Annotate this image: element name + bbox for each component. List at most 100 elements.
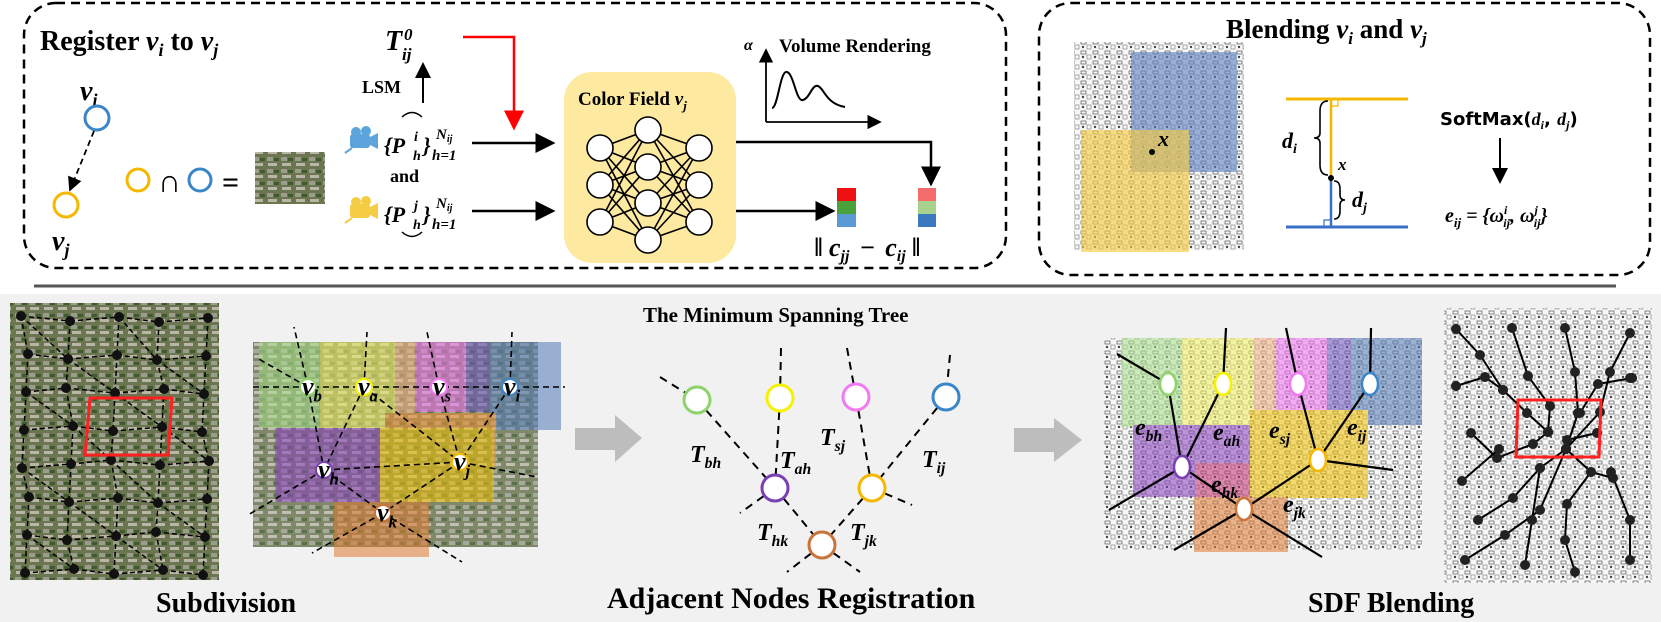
tree-edge <box>1477 497 1514 521</box>
graph-edge <box>161 388 165 428</box>
node-vi <box>83 104 111 132</box>
tree-node <box>1625 328 1635 338</box>
subdivision-node-label-sub: j <box>463 462 471 481</box>
tree-edge <box>1502 389 1528 414</box>
sdf-edge <box>1173 508 1245 551</box>
register-arrow <box>68 130 95 192</box>
tree-node <box>1560 323 1570 333</box>
subdivision-edge <box>459 386 511 463</box>
tree-edge <box>1574 371 1579 414</box>
camera-i-icon <box>344 126 378 154</box>
sdf-edge <box>1317 458 1394 472</box>
subdivision-node-label: vs <box>433 372 452 406</box>
right-angle-mark <box>1331 99 1339 107</box>
sdf-edge-label: ehk <box>1211 472 1238 502</box>
tree-edge <box>1512 467 1541 499</box>
hat-mark <box>401 231 423 238</box>
subdivision-node-label-sub: s <box>444 387 452 406</box>
sdf-edge <box>1243 508 1323 558</box>
alpha-axis-label: α <box>744 37 754 54</box>
graph-edge <box>159 460 210 466</box>
subdivision-node <box>430 378 448 396</box>
subdivision-edge <box>363 386 461 463</box>
mst-edge <box>774 397 781 489</box>
tree-node <box>1543 427 1553 437</box>
graph-edge <box>114 354 118 394</box>
block-overlays <box>1121 338 1422 552</box>
pixel-set-j-sup: j <box>412 199 418 214</box>
mst-edge-label-base: T <box>820 425 836 451</box>
graph-edge <box>157 498 208 504</box>
tree-node <box>1528 439 1538 449</box>
pixel-set-j-range-sub: h=1 <box>432 217 456 233</box>
graph-node <box>66 459 76 469</box>
subdivision-node-label-sub: a <box>370 387 379 406</box>
graph-edge <box>66 501 70 541</box>
graph-edge <box>24 568 75 574</box>
point-x-label: x <box>1337 155 1347 174</box>
graph-edge <box>20 315 29 355</box>
register-title: Register vi to vj <box>40 26 219 60</box>
graph-node <box>200 532 210 542</box>
graph-edge <box>117 497 159 504</box>
subdivision-edge <box>382 512 463 563</box>
mst-node <box>807 530 837 560</box>
tree-edge <box>1461 448 1500 482</box>
node-vj <box>52 191 80 219</box>
mst-node <box>682 385 712 415</box>
subdivision-node-label-sub: k <box>389 513 398 532</box>
camera-j-icon <box>344 196 378 224</box>
overlap-image <box>255 152 325 204</box>
hat-mark <box>401 111 423 118</box>
graph-node <box>155 460 165 470</box>
mst-edge-label: Tah <box>780 448 811 478</box>
graph-node <box>64 497 74 507</box>
tree-node <box>1575 408 1585 418</box>
subdivision-edge <box>438 386 461 463</box>
sdf-edge <box>1296 383 1320 461</box>
graph-edge <box>112 426 163 432</box>
sdf-edge <box>1166 383 1184 468</box>
mst-edge-label-base: T <box>690 442 706 468</box>
and-label: and <box>390 166 419 186</box>
mst-node <box>841 382 871 412</box>
graph-node <box>111 531 121 541</box>
region-j-overlay <box>1081 130 1189 252</box>
subdivision-node-label: vk <box>377 498 398 532</box>
graph-edge <box>116 354 158 361</box>
nn-neuron <box>685 134 713 162</box>
graph-edge <box>26 534 68 541</box>
sdf-edge <box>1108 466 1183 511</box>
graph-edge <box>23 425 74 431</box>
subdivision-node-label: vi <box>504 372 521 406</box>
sdf-edge-label-sub: bh <box>1146 428 1162 445</box>
tree-node <box>1625 515 1635 525</box>
graph-node <box>22 530 32 540</box>
pixel-set-i-sup: i <box>414 130 418 145</box>
graph-node <box>24 492 34 502</box>
mst-edge-label-base: T <box>922 447 938 473</box>
graph-edge <box>21 467 70 503</box>
color-loss: ‖cjj−cij‖ <box>814 233 921 265</box>
init-transform-label: T <box>385 26 404 57</box>
graph-edge <box>156 359 205 395</box>
graph-node <box>154 317 164 327</box>
graph-node <box>16 311 26 321</box>
graph-node <box>108 426 118 436</box>
nn-neuron <box>634 226 662 254</box>
graph-node <box>109 569 119 579</box>
node-vj-label: vj <box>52 226 70 260</box>
flow-arrow-icon <box>575 415 642 462</box>
tree-edge <box>1564 503 1568 541</box>
sdf-node <box>1234 496 1254 522</box>
tree-edge <box>1524 519 1533 566</box>
graph-edge <box>205 317 209 357</box>
tree-edge <box>1479 354 1504 391</box>
tree-node <box>1500 530 1510 540</box>
nn-connection <box>599 129 649 223</box>
subdivision-node-label-base: v <box>318 455 330 484</box>
graph-edge <box>161 426 203 433</box>
